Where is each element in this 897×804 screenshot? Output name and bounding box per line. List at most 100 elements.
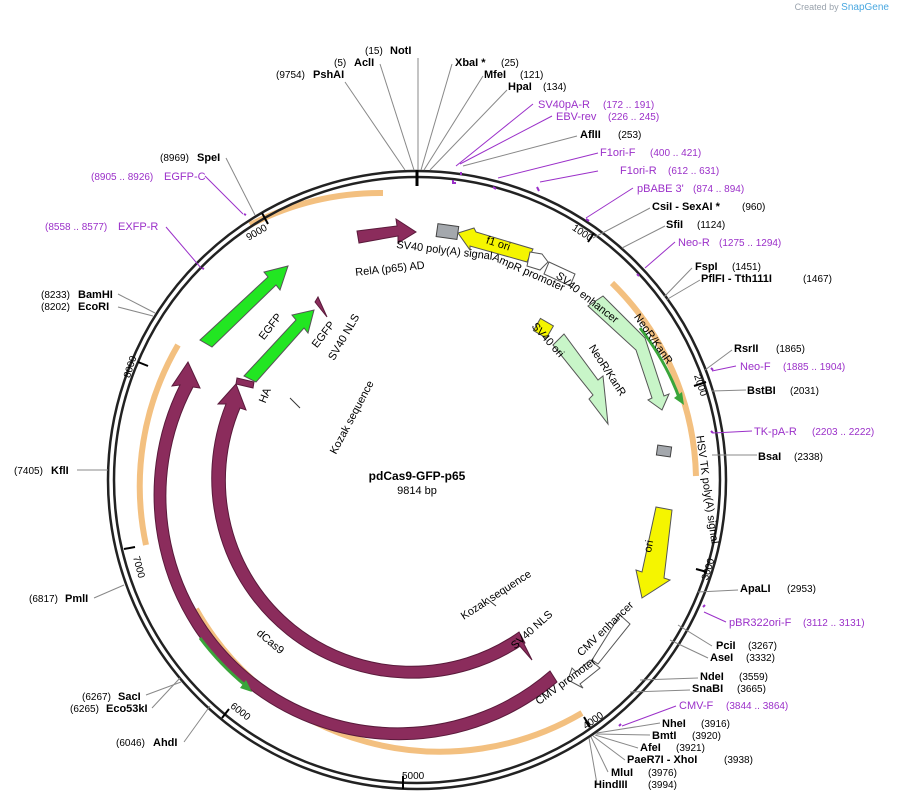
sv40-polya-feature: [435, 223, 460, 241]
site-name-spei: SpeI: [197, 152, 220, 164]
primer-name-egfp-c: EGFP-C: [164, 171, 206, 183]
site-pos-pmli: (6817): [29, 594, 58, 605]
ha-feature: [235, 377, 255, 389]
label-kozak-top: Kozak sequence: [328, 379, 377, 456]
primer-name-exfp-r: EXFP-R: [118, 221, 158, 233]
site-name-sfii: SfiI: [666, 219, 683, 231]
site-pos-xbai: (25): [501, 58, 519, 69]
site-name-apali: ApaLI: [740, 583, 771, 595]
site-name-saci: SacI: [118, 691, 141, 703]
site-pos-aflii: (253): [618, 130, 641, 141]
site-pos-apali: (2953): [787, 584, 816, 595]
primer-name-f1ori-f: F1ori-F: [600, 147, 636, 159]
site-pos-saci: (6267): [82, 692, 111, 703]
primer-range-pbr322ori-f: (3112 .. 3131): [803, 618, 865, 629]
primer-range-cmv-f: (3844 .. 3864): [726, 701, 788, 712]
kozak-mark-top: [289, 397, 301, 409]
kozak-mark-bottom: [485, 597, 497, 607]
tick-label-5000: 5000: [402, 771, 425, 782]
egfp-orf-arrowhead: [240, 680, 252, 692]
site-name-hindiii: HindIII: [594, 779, 628, 791]
sv40-enhancer-feature: [543, 261, 576, 287]
neor-kanr-outer-feature: [587, 295, 670, 411]
site-name-bamhi: BamHI: [78, 289, 113, 301]
rela-ad-feature: [356, 217, 417, 244]
primer-name-pbr322ori-f: pBR322ori-F: [729, 617, 792, 629]
site-pos-afei: (3921): [676, 743, 705, 754]
sv40-nls-bottom-feature: [517, 639, 533, 661]
site-name-snabi: SnaBI: [692, 683, 723, 695]
primer-name-pbabe3: pBABE 3': [637, 183, 684, 195]
site-pos-csii: (960): [742, 202, 765, 213]
site-name-bstbi: BstBI: [747, 385, 776, 397]
site-name-pcii: PciI: [716, 640, 736, 652]
neor-kanr-inner-feature: [552, 333, 609, 426]
site-name-ndei: NdeI: [700, 671, 724, 683]
primer-name-ebv-rev: EBV-rev: [556, 111, 597, 123]
site-leader-lines: [77, 58, 757, 785]
site-pos-snabi: (3665): [737, 684, 766, 695]
label-dcas9: dCas9: [254, 627, 286, 657]
site-name-fspi: FspI: [695, 261, 718, 273]
site-name-rsrii: RsrII: [734, 343, 758, 355]
sv40-ori-feature: [532, 317, 555, 339]
site-pos-ahdi: (6046): [116, 738, 145, 749]
snapgene-credit: Created by SnapGene: [795, 2, 889, 13]
site-name-hpai: HpaI: [508, 81, 532, 93]
site-pos-paer7i: (3938): [724, 755, 753, 766]
cmv-promoter-feature: [567, 659, 601, 689]
site-name-noti: NotI: [390, 45, 411, 57]
primer-name-sv40pa-r: SV40pA-R: [538, 99, 590, 111]
primer-range-tk-pa-r: (2203 .. 2222): [812, 427, 874, 438]
primer-range-f1ori-r: (612 .. 631): [668, 166, 719, 177]
cas9-feature: [153, 360, 558, 741]
primer-range-neo-f: (1885 .. 1904): [783, 362, 845, 373]
egfp-inner-feature: [243, 309, 315, 383]
site-pos-kfli: (7405): [14, 466, 43, 477]
primer-name-cmv-f: CMV-F: [679, 700, 714, 712]
egfp-outer-feature: [199, 265, 289, 348]
site-name-pmli: PmlI: [65, 593, 88, 605]
primer-range-sv40pa-r: (172 .. 191): [603, 100, 654, 111]
site-pos-acli: (5): [334, 58, 346, 69]
site-name-bsai: BsaI: [758, 451, 781, 463]
site-name-eco53ki: Eco53kI: [106, 703, 148, 715]
label-sv40-enhancer: SV40 enhancer: [553, 270, 620, 326]
site-pos-eco53ki: (6265): [70, 704, 99, 715]
site-name-asei: AseI: [710, 652, 733, 664]
site-pos-rsrii: (1865): [776, 344, 805, 355]
site-name-kfli: KflI: [51, 465, 69, 477]
plasmid-name: pdCas9-GFP-p65: [369, 469, 466, 483]
site-pos-pcii: (3267): [748, 641, 777, 652]
site-name-nhei: NheI: [662, 718, 686, 730]
primer-markers: [201, 172, 714, 727]
enzyme-site-labels: (15) NotI (5) AclI (9754) PshAI XbaI * (…: [14, 45, 832, 791]
site-name-bmti: BmtI: [652, 730, 676, 742]
site-pos-ndei: (3559): [739, 672, 768, 683]
primer-range-pbabe3: (874 .. 894): [693, 184, 744, 195]
primer-range-exfp-r: (8558 .. 8577): [45, 222, 107, 233]
site-name-mfei: MfeI: [484, 69, 506, 81]
site-pos-bsai: (2338): [794, 452, 823, 463]
tick-marks: [123, 212, 708, 789]
site-name-acli: AclI: [354, 57, 374, 69]
tick-label-9000: 9000: [245, 222, 270, 243]
site-pos-bstbi: (2031): [790, 386, 819, 397]
site-name-ecori: EcoRI: [78, 301, 109, 313]
site-pos-ecori: (8202): [41, 302, 70, 313]
site-pos-fspi: (1451): [732, 262, 761, 273]
site-name-aflii: AflII: [580, 129, 601, 141]
plasmid-length: 9814 bp: [397, 485, 437, 497]
primer-leader-lines: [165, 103, 753, 727]
site-pos-spei: (8969): [160, 153, 189, 164]
label-sv40-nls-bottom: SV40 NLS: [509, 609, 555, 652]
site-name-csii: CsiI - SexAI *: [652, 201, 721, 213]
label-rela-ad: RelA (p65) AD: [355, 260, 426, 279]
primer-name-neo-f: Neo-F: [740, 361, 771, 373]
site-pos-bmti: (3920): [692, 731, 721, 742]
label-ha: HA: [257, 386, 274, 405]
site-pos-hpai: (134): [543, 82, 566, 93]
site-pos-mlui: (3976): [648, 768, 677, 779]
ampr-promoter-feature: [526, 251, 549, 271]
